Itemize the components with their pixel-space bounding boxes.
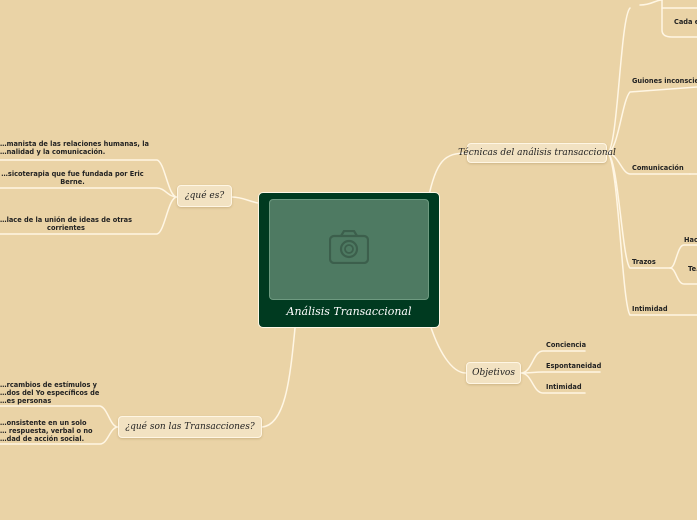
subtopic-guiones[interactable]: Guiones inconscie…: [632, 77, 697, 85]
subtopic-cada[interactable]: Cada e…: [674, 18, 697, 26]
subtopic-text: Berne.: [60, 178, 85, 186]
subtopic-text: …dos del Yo específicos de: [0, 389, 100, 397]
subtopic-transacciones-1[interactable]: …rcambios de estímulos y …dos del Yo esp…: [0, 381, 99, 405]
subtopic-que-es-3[interactable]: …lace de la unión de ideas de otras corr…: [0, 216, 132, 232]
camera-icon: [329, 230, 369, 264]
central-topic-title: Análisis Transaccional: [286, 305, 412, 318]
subtopic-text: …nalidad y la comunicación.: [0, 148, 106, 156]
subtopic-transacciones-2[interactable]: …onsistente en un solo … respuesta, verb…: [0, 419, 93, 443]
topic-que-es[interactable]: ¿qué es?: [177, 185, 232, 207]
subtopic-text: …rcambios de estímulos y: [0, 381, 97, 389]
subtopic-espontaneidad[interactable]: Espontaneidad: [546, 362, 602, 370]
subtopic-que-es-2[interactable]: …sicoterapia que fue fundada por Eric Be…: [0, 170, 145, 186]
subtopic-hac[interactable]: Hac…: [684, 236, 697, 244]
subtopic-que-es-1[interactable]: …manista de las relaciones humanas, la ……: [0, 140, 149, 156]
subtopic-comunicacion[interactable]: Comunicación: [632, 164, 684, 172]
subtopic-text: …lace de la unión de ideas de otras: [0, 216, 133, 224]
subtopic-text: …es personas: [0, 397, 52, 405]
topic-tecnicas[interactable]: Técnicas del análisis transaccional: [458, 143, 616, 163]
subtopic-text: …onsistente en un solo: [0, 419, 87, 427]
subtopic-trazos[interactable]: Trazos: [632, 258, 656, 266]
subtopic-text: corrientes: [47, 224, 85, 232]
subtopic-intimidad-tecnica[interactable]: Intimidad: [632, 305, 668, 313]
topic-transacciones[interactable]: ¿qué son las Transacciones?: [118, 416, 262, 438]
subtopic-text: …sicoterapia que fue fundada por Eric: [1, 170, 144, 178]
central-topic[interactable]: Análisis Transaccional: [258, 192, 440, 328]
subtopic-te[interactable]: Te…: [688, 265, 697, 273]
subtopic-text: …manista de las relaciones humanas, la: [0, 140, 149, 148]
subtopic-conciencia[interactable]: Conciencia: [546, 341, 587, 349]
subtopic-text: … respuesta, verbal o no: [0, 427, 93, 435]
image-placeholder: [269, 199, 429, 300]
subtopic-intimidad-objetivo[interactable]: Intimidad: [546, 383, 582, 391]
topic-objetivos[interactable]: Objetivos: [466, 362, 521, 384]
subtopic-text: …dad de acción social.: [0, 435, 85, 443]
